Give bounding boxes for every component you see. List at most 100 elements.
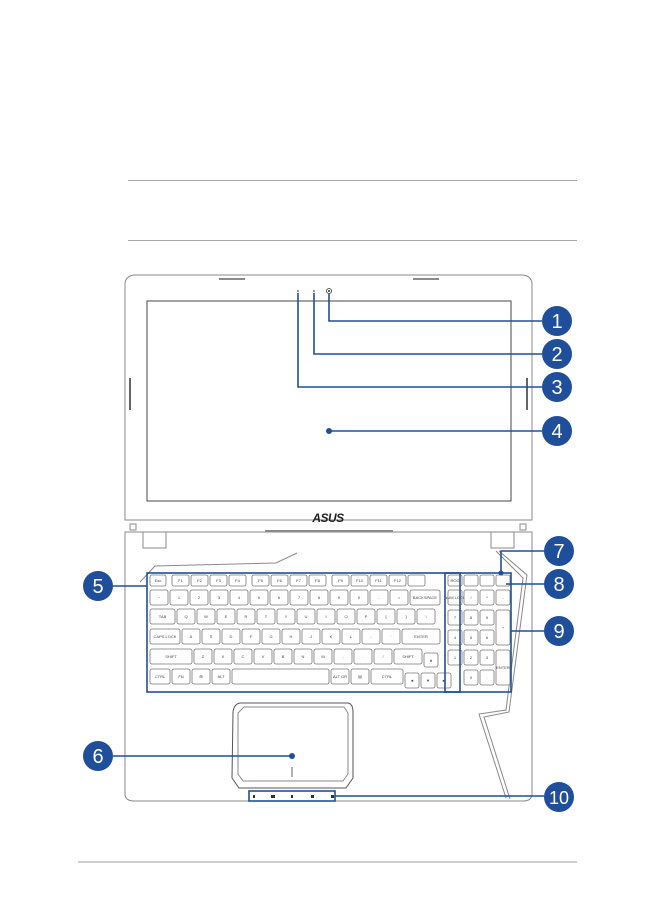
key[interactable] <box>321 628 341 645</box>
key[interactable] <box>149 648 193 665</box>
key[interactable] <box>373 648 393 665</box>
key[interactable] <box>404 672 420 689</box>
key[interactable] <box>201 628 221 645</box>
key[interactable] <box>369 589 389 606</box>
key[interactable] <box>463 609 479 626</box>
key[interactable] <box>349 589 369 606</box>
key[interactable] <box>447 589 463 606</box>
key[interactable] <box>313 648 333 665</box>
key[interactable] <box>221 628 241 645</box>
key[interactable] <box>316 608 336 625</box>
key[interactable] <box>423 652 439 668</box>
key[interactable] <box>191 668 211 685</box>
key[interactable] <box>256 608 276 625</box>
key[interactable] <box>341 628 361 645</box>
key[interactable] <box>149 628 181 645</box>
key[interactable] <box>171 668 191 685</box>
key[interactable] <box>463 649 479 666</box>
key[interactable] <box>229 589 249 606</box>
key[interactable] <box>420 672 436 689</box>
key[interactable] <box>388 574 407 587</box>
key[interactable] <box>190 574 209 587</box>
key[interactable] <box>376 608 396 625</box>
key[interactable] <box>356 608 376 625</box>
key[interactable] <box>361 628 381 645</box>
key[interactable] <box>479 574 495 587</box>
key[interactable] <box>169 589 189 606</box>
key[interactable] <box>228 574 247 587</box>
key[interactable] <box>463 589 479 606</box>
key[interactable] <box>289 574 308 587</box>
key[interactable] <box>276 608 296 625</box>
key[interactable] <box>409 589 441 606</box>
key[interactable] <box>463 629 479 646</box>
key[interactable] <box>350 668 370 685</box>
key[interactable] <box>353 648 373 665</box>
key[interactable] <box>273 648 293 665</box>
key[interactable] <box>336 608 356 625</box>
key[interactable] <box>479 649 495 666</box>
key[interactable] <box>211 668 231 685</box>
key[interactable] <box>401 628 441 645</box>
key[interactable] <box>350 574 369 587</box>
key[interactable] <box>479 629 495 646</box>
key[interactable] <box>209 589 229 606</box>
key[interactable] <box>407 574 426 587</box>
key[interactable] <box>193 648 213 665</box>
key[interactable] <box>389 589 409 606</box>
key[interactable] <box>149 668 171 685</box>
key[interactable] <box>331 574 350 587</box>
key[interactable] <box>370 668 404 685</box>
key[interactable] <box>289 589 309 606</box>
key[interactable] <box>495 589 511 606</box>
key[interactable] <box>416 608 436 625</box>
key[interactable] <box>330 668 350 685</box>
key[interactable] <box>231 668 330 685</box>
key[interactable] <box>396 608 416 625</box>
key[interactable] <box>436 672 452 689</box>
key[interactable] <box>269 589 289 606</box>
key[interactable] <box>329 589 349 606</box>
key[interactable] <box>213 648 233 665</box>
key[interactable] <box>495 649 511 686</box>
key[interactable] <box>176 608 196 625</box>
touchpad[interactable] <box>231 702 354 789</box>
key[interactable] <box>308 574 327 587</box>
key[interactable] <box>333 648 353 665</box>
key[interactable] <box>479 589 495 606</box>
key[interactable] <box>216 608 236 625</box>
key[interactable] <box>149 589 169 606</box>
key[interactable] <box>241 628 261 645</box>
key[interactable] <box>189 589 209 606</box>
key[interactable] <box>309 589 329 606</box>
key[interactable] <box>181 628 201 645</box>
key[interactable] <box>479 609 495 626</box>
key[interactable] <box>236 608 256 625</box>
key[interactable] <box>249 589 269 606</box>
key[interactable] <box>447 629 463 646</box>
key[interactable] <box>495 609 511 646</box>
key[interactable] <box>381 628 401 645</box>
key[interactable] <box>270 574 289 587</box>
key[interactable] <box>369 574 388 587</box>
key[interactable] <box>149 608 176 625</box>
key[interactable] <box>447 574 463 587</box>
key[interactable] <box>463 669 479 686</box>
key[interactable] <box>447 649 463 666</box>
key[interactable] <box>209 574 228 587</box>
key[interactable] <box>171 574 190 587</box>
key[interactable] <box>293 648 313 665</box>
key[interactable] <box>253 648 273 665</box>
key[interactable] <box>296 608 316 625</box>
key[interactable] <box>301 628 321 645</box>
key[interactable] <box>463 574 479 587</box>
key[interactable] <box>393 648 423 665</box>
key[interactable] <box>233 648 253 665</box>
key[interactable] <box>447 609 463 626</box>
key[interactable] <box>479 669 495 686</box>
key[interactable] <box>261 628 281 645</box>
key[interactable] <box>196 608 216 625</box>
key[interactable] <box>281 628 301 645</box>
key[interactable] <box>149 574 167 587</box>
key[interactable] <box>251 574 270 587</box>
